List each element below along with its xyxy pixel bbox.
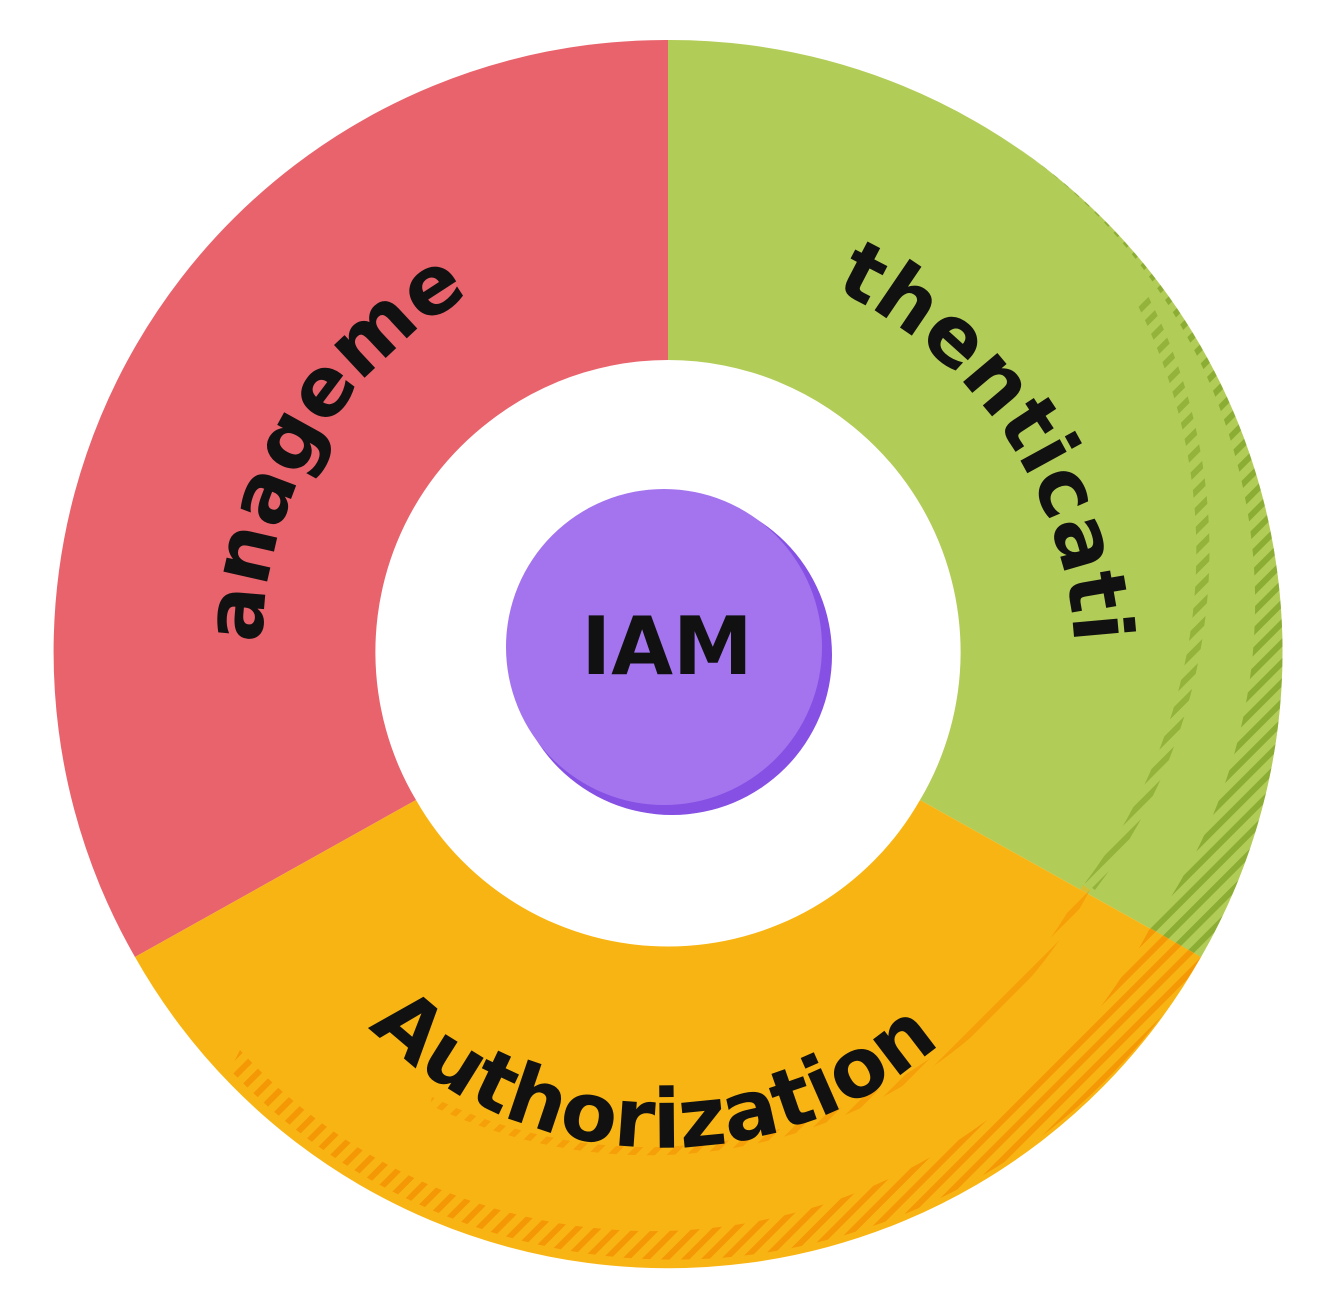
segment-authorization [135,800,1201,1269]
segment-management [53,39,668,958]
segment-authentication [668,39,1283,957]
authorization-rim-shading [230,928,1201,1260]
hub-circle [506,489,832,815]
hub-label: IAM [581,600,752,693]
